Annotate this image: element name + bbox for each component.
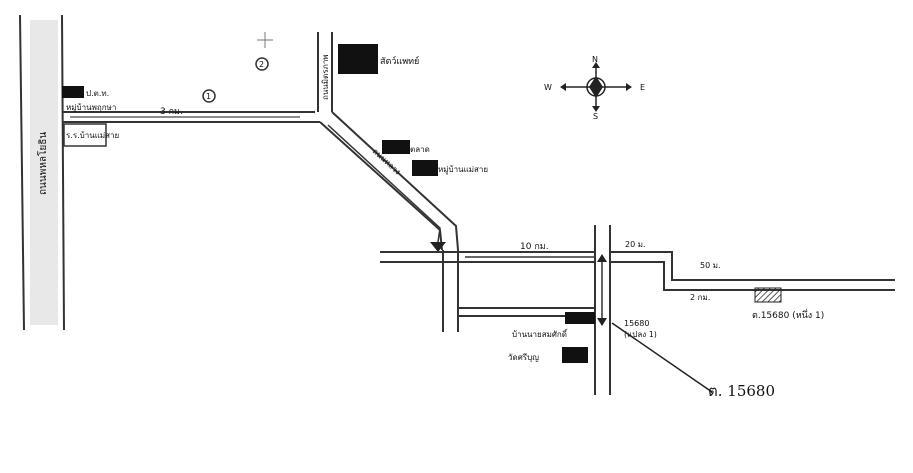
- landmark-box: [382, 140, 410, 154]
- callout-line: [611, 322, 713, 393]
- ring-marker-1: 1: [202, 89, 216, 103]
- left-upper-label-1: ป.ต.ท.: [86, 89, 109, 98]
- road-top-vertical: [317, 32, 333, 112]
- dist-right-2: 50 ม.: [700, 261, 721, 270]
- landmark-box: [412, 160, 438, 176]
- landmark-box: [62, 86, 84, 98]
- arrow-up-icon: [597, 254, 607, 262]
- crosshair-icon: [257, 32, 273, 48]
- compass-e: E: [640, 83, 645, 92]
- svg-text:2: 2: [259, 60, 264, 69]
- mid-label-2: หมู่บ้านแม่สาย: [438, 165, 488, 175]
- dist-top: 3 กม.: [160, 107, 183, 117]
- callout-label: ต. 15680: [708, 382, 775, 400]
- compass-s: S: [593, 112, 598, 121]
- landmark-box: [562, 347, 588, 363]
- highway-label: ถนนพหลโยธิน: [36, 132, 49, 195]
- landmark-box: [338, 44, 378, 74]
- target-plot-marker: [754, 287, 782, 303]
- ring-marker-2: 2: [255, 57, 269, 71]
- highway-fill: [30, 20, 58, 325]
- road-top-horizontal: [62, 111, 320, 123]
- arrow-down-icon: [430, 242, 446, 252]
- route-line-diagonal: [327, 124, 441, 243]
- school-box: [63, 123, 107, 147]
- top-road-label: ถนนมิตรภาพ: [321, 54, 330, 100]
- dist-mid: 10 กม.: [520, 242, 549, 252]
- left-box-label: ร.ร.บ้านแม่สาย: [66, 131, 119, 140]
- svg-text:1: 1: [206, 92, 211, 101]
- arrow-down-icon: [597, 318, 607, 326]
- pole-code: 15680: [624, 319, 649, 328]
- road-middle-horizontal: [380, 251, 595, 263]
- compass-w: W: [544, 83, 552, 92]
- left-upper-label-2: หมู่บ้านพฤกษา: [66, 103, 116, 113]
- landmark-box: [565, 312, 595, 324]
- compass-n: N: [592, 55, 598, 64]
- dist-right-3: 2 กม.: [690, 293, 710, 302]
- road-right-zigzag: [610, 251, 895, 291]
- road-right-vertical: [594, 225, 611, 395]
- main-highway-left: [19, 14, 65, 331]
- plot-label: ต.15680 (หนึ่ง 1): [752, 308, 824, 321]
- road-left-stub: [442, 250, 459, 332]
- compass-rose-icon: N S W E: [544, 55, 645, 121]
- pole-sub: (แปลง 1): [624, 330, 657, 339]
- below-pole-label: บ้านนายสมศักดิ์: [512, 328, 568, 339]
- temple-label: วัดศรีบุญ: [508, 353, 539, 362]
- dist-right-1: 20 ม.: [625, 240, 646, 249]
- mid-label-1: ตลาด: [410, 145, 430, 154]
- top-right-building-label: สัตว์แพทย์: [380, 55, 419, 67]
